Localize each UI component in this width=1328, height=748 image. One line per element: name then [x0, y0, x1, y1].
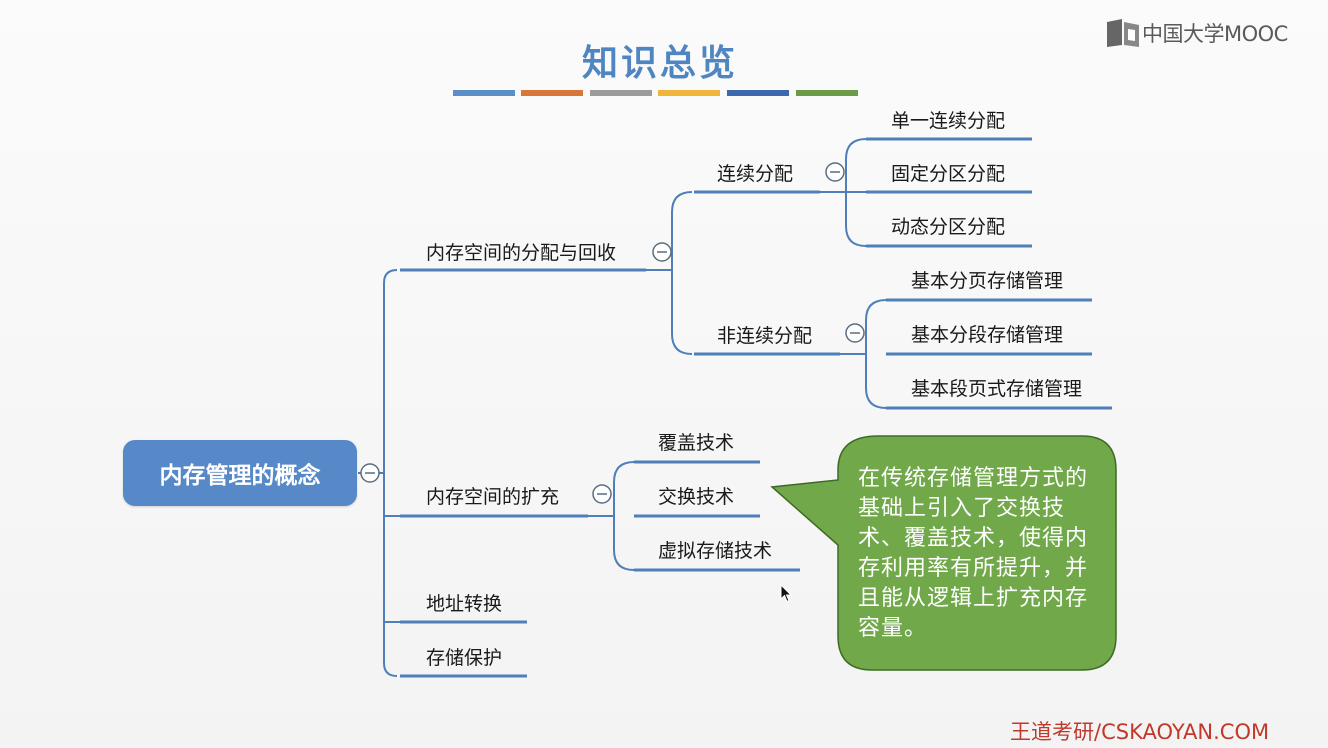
title-bar-1 [453, 90, 515, 96]
node-virtual[interactable]: 虚拟存储技术 [658, 540, 773, 562]
collapse-root-button[interactable] [360, 463, 380, 483]
node-swap[interactable]: 交换技术 [658, 486, 735, 508]
page-title: 知识总览 [581, 42, 738, 84]
root-label: 内存管理的概念 [159, 463, 321, 489]
node-segpaging[interactable]: 基本段页式存储管理 [911, 378, 1083, 400]
mooc-book-icon [1107, 19, 1139, 47]
collapse-expand-button[interactable] [592, 484, 612, 504]
node-alloc[interactable]: 内存空间的分配与回收 [426, 242, 617, 264]
node-dynamic[interactable]: 动态分区分配 [891, 216, 1006, 238]
collapse-alloc-button[interactable] [652, 242, 672, 262]
title-bar-3 [590, 90, 652, 96]
title-bar-4 [658, 90, 720, 96]
footer-watermark: 王道考研/CSKAOYAN.COM [1010, 720, 1270, 744]
node-segmentation[interactable]: 基本分段存储管理 [911, 324, 1064, 346]
node-fixed[interactable]: 固定分区分配 [891, 163, 1006, 185]
node-protect[interactable]: 存储保护 [426, 647, 503, 669]
mouse-cursor-icon [780, 584, 793, 603]
logo-text: 中国大学MOOC [1142, 22, 1288, 46]
collapse-noncontiguous-button[interactable] [845, 323, 865, 343]
title-bar-5 [727, 90, 789, 96]
collapse-contiguous-button[interactable] [825, 162, 845, 182]
root-node[interactable]: 内存管理的概念 [123, 440, 357, 506]
title-bar-6 [796, 90, 858, 96]
callout-bubble [770, 435, 1117, 671]
node-expand[interactable]: 内存空间的扩充 [426, 486, 560, 508]
node-overlay[interactable]: 覆盖技术 [658, 432, 735, 454]
node-paging[interactable]: 基本分页存储管理 [911, 270, 1064, 292]
callout-text: 在传统存储管理方式的基础上引入了交换技术、覆盖技术，使得内存利用率有所提升，并且… [858, 466, 1089, 641]
mooc-logo: 中国大学MOOC [1106, 16, 1288, 50]
node-address[interactable]: 地址转换 [426, 593, 503, 615]
node-noncontiguous[interactable]: 非连续分配 [717, 325, 813, 347]
node-contiguous[interactable]: 连续分配 [717, 163, 794, 185]
title-bar-2 [521, 90, 583, 96]
node-single[interactable]: 单一连续分配 [891, 110, 1006, 132]
